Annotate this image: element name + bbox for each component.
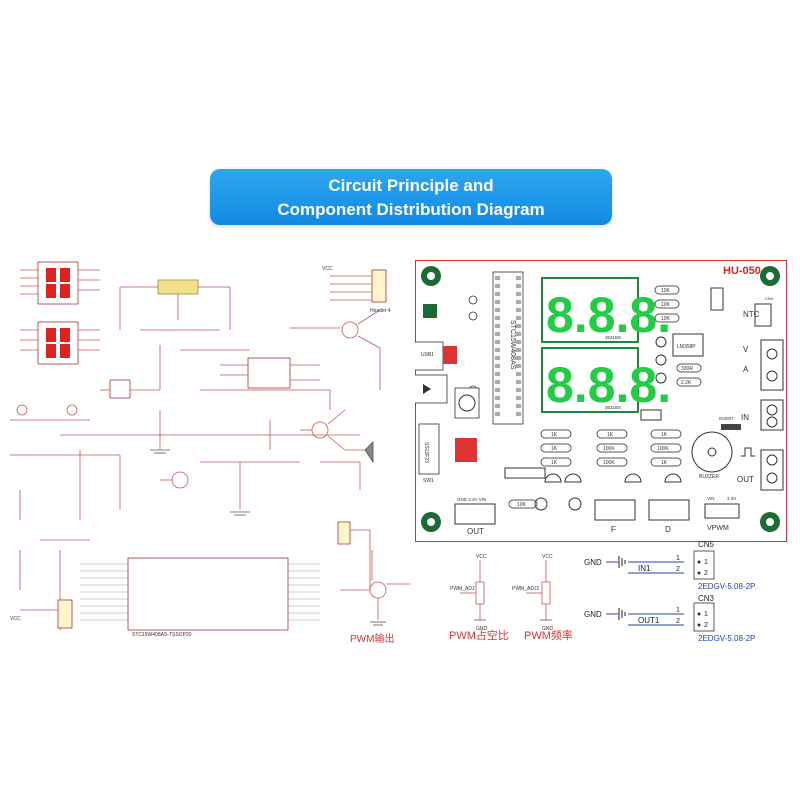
cn5-net: IN1 (638, 564, 651, 573)
res-m2: 1K (551, 446, 558, 452)
pcb-board: HU-050 STC15W408AS 8.8.8. 3631BS 8.8.8. … (415, 260, 787, 542)
label-v: V (743, 345, 749, 354)
label-f: F (611, 525, 616, 534)
display-2: 8.8.8. 3631BS (541, 347, 671, 413)
label-in: IN (741, 413, 749, 422)
res-m1: 1K (551, 432, 558, 438)
display-1-part: 3631BS (605, 335, 621, 340)
usb-label: USB1 (421, 352, 434, 358)
pwm-gnd-1: GND (476, 626, 488, 632)
connector-cn3: CN3 GND OUT1 1 2 1 2 2EDGV-5.08-2P (584, 594, 755, 643)
pwm-vcc-2: VCC (542, 554, 553, 560)
title-line-1: Circuit Principle and (328, 176, 494, 195)
pwm-adj-label: PWM_ADJ (450, 586, 475, 592)
cn3-gnd: GND (584, 610, 602, 619)
display-1: 8.8.8. 3631BS (541, 277, 671, 343)
display-1-digits: 8.8.8. (546, 287, 671, 343)
schematic-diagram: Header 4 VCC STC15W408AS-TSSOP20 VCC PWM… (10, 261, 410, 645)
buzzer-label: BUZZER (699, 474, 719, 480)
board-model: HU-050 (723, 265, 761, 277)
header-label: Header 4 (370, 308, 391, 314)
pwm-gnd-2: GND (542, 626, 554, 632)
cn5-box-pin1: 1 (704, 559, 708, 566)
res-m9: 1K (661, 460, 668, 466)
label-vin: VIN (707, 496, 715, 501)
display-module-1 (20, 261, 100, 305)
gnd-row-label: GND 3.3V VIN (457, 497, 486, 502)
title-line-2: Component Distribution Diagram (277, 200, 545, 219)
res-m7: 1K (661, 432, 668, 438)
res-r2: 10K (661, 302, 671, 308)
res-m4: 1K (607, 432, 614, 438)
res-r4: 330R (681, 366, 693, 372)
label-a: A (743, 365, 749, 374)
switch-label: SW1 (423, 478, 434, 484)
res-r5: 2.2K (681, 380, 692, 386)
label-d: D (665, 525, 671, 534)
vcc-label-left: VCC (10, 616, 21, 622)
pwm-schematic: PWM_ADJ PWM_ADJ1 VCC VCC GND GND (450, 554, 554, 632)
pwm-adj2-label: PWM_ADJ1 (512, 586, 539, 592)
mcu-label: STC15W408AS (509, 320, 516, 370)
label-out: OUT (737, 475, 754, 484)
connector-diagrams: CN5 GND IN1 1 2 1 2 2EDGV-5.08-2P CN3 GN… (584, 540, 755, 643)
res-m3: 1K (551, 460, 558, 466)
cn5-pin1: 1 (676, 555, 680, 562)
cn5-box-pin2: 2 (704, 570, 708, 577)
display-2-part: 3631BS (605, 405, 621, 410)
cn3-ref: CN3 (698, 594, 715, 603)
right-resistors: 10K 10K 10K 330R 2.2K (654, 285, 702, 387)
cn3-part: 2EDGV-5.08-2P (698, 634, 755, 643)
display-2-digits: 8.8.8. (546, 357, 671, 413)
pwm-freq-label: PWM频率 (524, 630, 573, 642)
pwm-duty-label: PWM占空比 (449, 630, 509, 642)
res-m6: 100K (603, 460, 615, 466)
mcu-part-label: STC15W408AS-TSSOP20 (132, 632, 192, 638)
label-33v: 3.3V (727, 496, 736, 501)
diode-label: IN4007 (719, 416, 734, 421)
display-module-2 (20, 321, 100, 365)
label-out-bottom: OUT (467, 527, 484, 536)
cn5-ref: CN5 (698, 540, 715, 549)
connector-cn5: CN5 GND IN1 1 2 1 2 2EDGV-5.08-2P (584, 540, 755, 591)
label-cn4: CN4 (765, 296, 774, 301)
ic-label: LM358P (677, 344, 696, 350)
cn3-box-pin1: 1 (704, 611, 708, 618)
pwm-vcc-1: VCC (476, 554, 487, 560)
res-r1: 10K (661, 288, 671, 294)
cn3-net: OUT1 (638, 616, 660, 625)
label-vpwm: VPWM (707, 525, 729, 532)
pwm-output-label: PWM输出 (350, 632, 394, 645)
res-m10: 10K (517, 502, 527, 508)
cn5-pin2: 2 (676, 566, 680, 573)
vcc-label-top: VCC (322, 266, 333, 272)
res-m8: 100K (657, 446, 669, 452)
cn3-box-pin2: 2 (704, 622, 708, 629)
label-ntc: NTC (743, 310, 760, 319)
cn3-pin2: 2 (676, 618, 680, 625)
title-banner: Circuit Principle and Component Distribu… (210, 169, 612, 225)
res-m5: 100K (603, 446, 615, 452)
reg-label: SS12F23 (423, 442, 429, 463)
cn5-gnd: GND (584, 558, 602, 567)
cn3-pin1: 1 (676, 607, 680, 614)
res-r3: 10K (661, 316, 671, 322)
cn5-part: 2EDGV-5.08-2P (698, 582, 755, 591)
